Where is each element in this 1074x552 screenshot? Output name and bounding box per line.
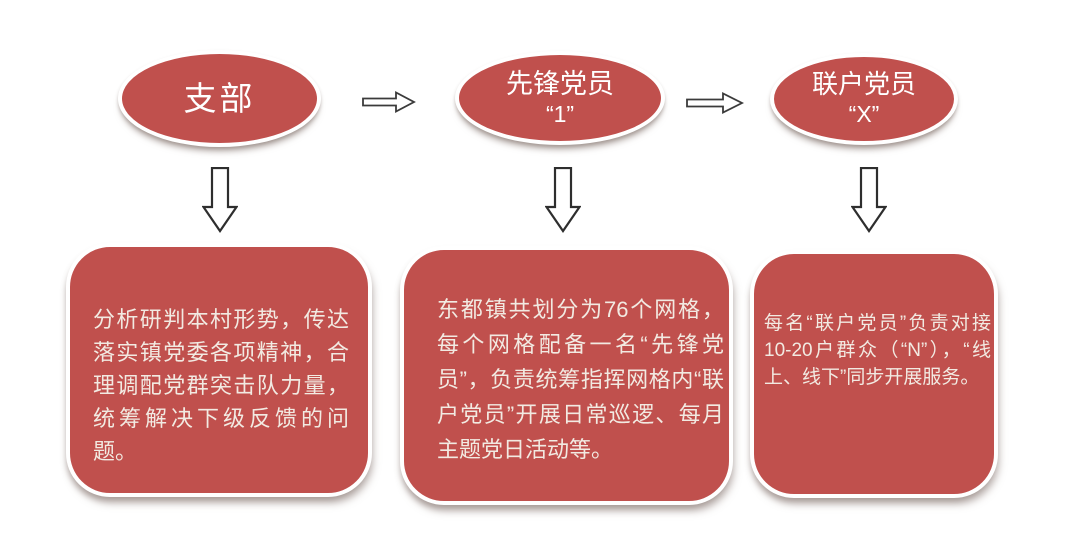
desc-text: 每名“联户党员”负责对接10-20户群众（“N”），“线上、线下”同步开展服务。 xyxy=(764,313,991,388)
right-arrow-icon xyxy=(362,91,416,113)
node-label: 先锋党员 xyxy=(506,68,614,99)
down-arrow-icon xyxy=(202,167,238,233)
desc-box-lianhu: 每名“联户党员”负责对接10-20户群众（“N”），“线上、线下”同步开展服务。 xyxy=(750,250,998,498)
node-label: 联户党员 xyxy=(811,69,916,100)
down-arrow-icon xyxy=(851,167,887,233)
node-label: 支部 xyxy=(183,79,256,117)
desc-box-xianfeng: 东都镇共划分为76个网格，每个网格配备一名“先锋党员”，负责统筹指挥网格内“联户… xyxy=(400,246,733,505)
node-ellipse-lianhu: 联户党员 “X” xyxy=(770,53,958,145)
right-arrow-icon xyxy=(686,92,744,114)
node-sublabel: “1” xyxy=(545,100,575,127)
node-ellipse-zhibu: 支部 xyxy=(118,50,321,147)
down-arrow-icon xyxy=(545,167,581,233)
desc-text: 分析研判本村形势，传达落实镇党委各项精神，合理调配党群突击队力量，统筹解决下级反… xyxy=(93,307,349,464)
desc-text: 东都镇共划分为76个网格，每个网格配备一名“先锋党员”，负责统筹指挥网格内“联户… xyxy=(437,297,724,462)
desc-box-zhibu: 分析研判本村形势，传达落实镇党委各项精神，合理调配党群突击队力量，统筹解决下级反… xyxy=(66,243,372,497)
node-sublabel: “X” xyxy=(848,101,880,128)
node-ellipse-xianfeng: 先锋党员 “1” xyxy=(455,51,665,145)
